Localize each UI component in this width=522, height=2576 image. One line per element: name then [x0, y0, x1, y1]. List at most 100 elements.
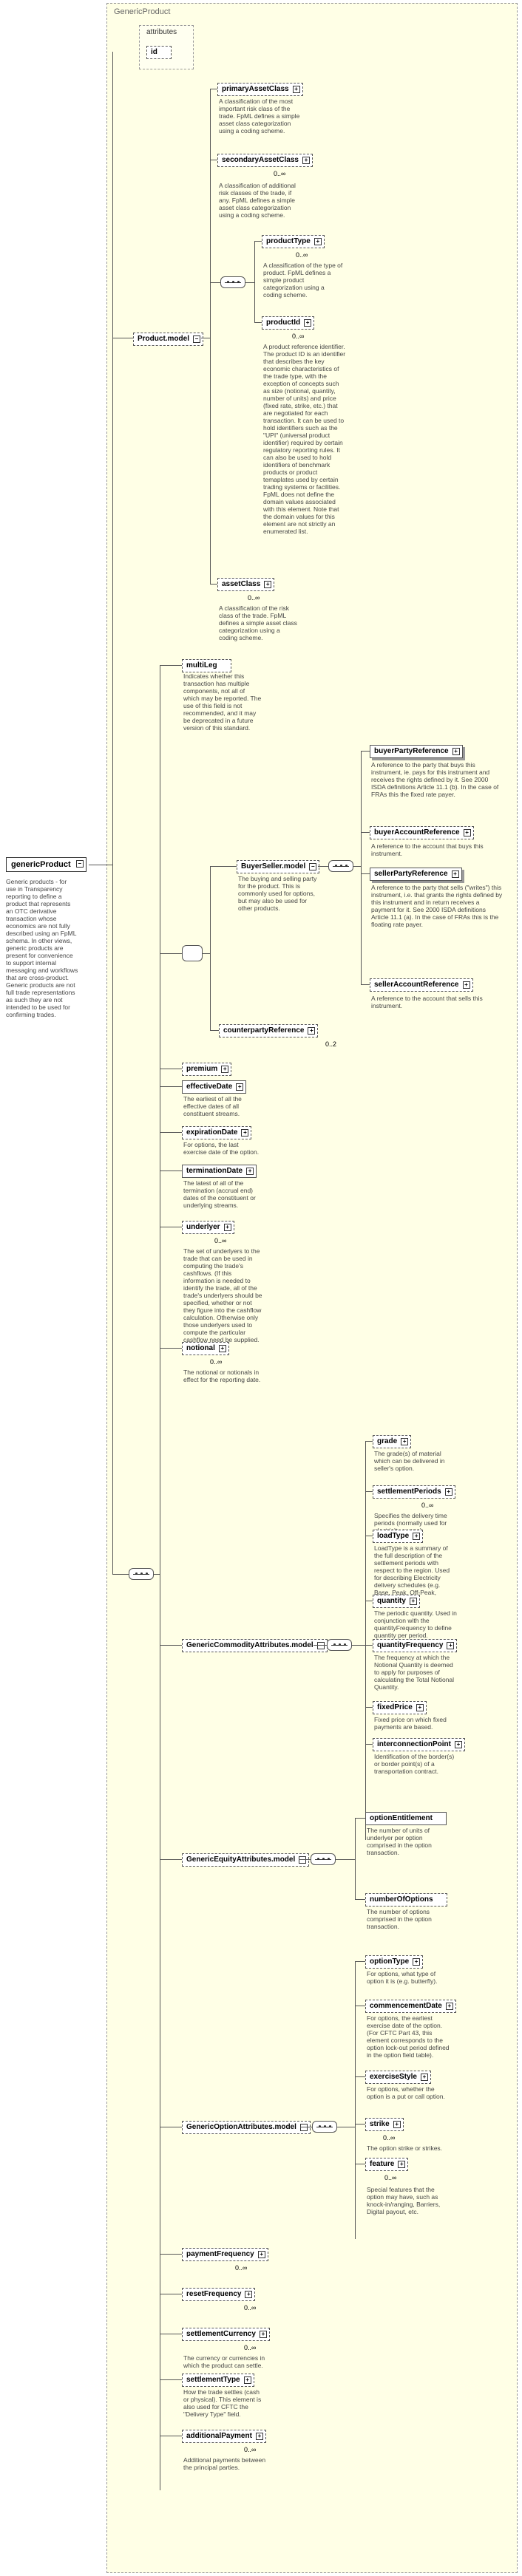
feature-label: feature	[370, 2160, 395, 2168]
multiLeg-label: multiLeg	[186, 661, 217, 669]
element-notional[interactable]: notional+	[182, 1342, 231, 1357]
equity-model-group[interactable]: GenericEquityAttributes.model−	[182, 1853, 310, 1867]
element-quantity[interactable]: quantity+	[373, 1595, 420, 1608]
element-buyerPartyReference[interactable]: buyerPartyReference+	[370, 745, 463, 758]
expand-icon[interactable]: +	[401, 1438, 409, 1445]
expand-icon[interactable]: +	[218, 1345, 226, 1352]
productId-mult: 0..∞	[292, 333, 305, 340]
product-model-group[interactable]: Product.model−	[133, 333, 204, 346]
element-commencementDate[interactable]: commencementDate+	[365, 2000, 456, 2013]
sequence-compositor-icon	[312, 2121, 337, 2133]
collapse-icon[interactable]: −	[299, 1856, 307, 1864]
element-terminationDate[interactable]: terminationDate+	[182, 1165, 257, 1178]
optionModel-label: GenericOptionAttributes.model	[186, 2123, 296, 2131]
element-premium[interactable]: premium+	[182, 1063, 232, 1076]
root-name: genericProduct	[11, 860, 71, 869]
element-assetClass[interactable]: assetClass+	[217, 578, 277, 593]
element-settlementType[interactable]: settlementType+	[182, 2374, 254, 2387]
expand-icon[interactable]: +	[462, 981, 470, 989]
expand-icon[interactable]: +	[304, 319, 312, 327]
expand-icon[interactable]: +	[413, 1958, 421, 1966]
attr-id[interactable]: id	[146, 46, 172, 59]
expand-icon[interactable]: +	[420, 2074, 428, 2081]
element-productId[interactable]: productId+	[262, 316, 317, 332]
expand-icon[interactable]: +	[292, 86, 300, 93]
expand-icon[interactable]: +	[452, 748, 460, 755]
buyer-seller-model-group[interactable]: BuyerSeller.model−	[237, 860, 320, 873]
element-underlyer[interactable]: underlyer+	[182, 1221, 237, 1236]
element-effectiveDate[interactable]: effectiveDate+	[182, 1080, 247, 1094]
collapse-icon[interactable]: −	[299, 2124, 308, 2131]
element-primaryAssetClass[interactable]: primaryAssetClass+	[217, 83, 303, 96]
element-loadType[interactable]: loadType+	[373, 1530, 424, 1543]
expand-icon[interactable]: +	[393, 2121, 401, 2128]
expand-icon[interactable]: +	[445, 2003, 453, 2010]
element-fixedPrice[interactable]: fixedPrice+	[373, 1701, 427, 1714]
element-feature[interactable]: feature+	[365, 2158, 411, 2173]
expand-icon[interactable]: +	[416, 1704, 424, 1711]
element-strike[interactable]: strike+	[365, 2118, 406, 2133]
expand-icon[interactable]: +	[257, 2251, 265, 2258]
expand-icon[interactable]: +	[444, 1488, 452, 1496]
element-multiLeg[interactable]: multiLeg	[182, 659, 231, 672]
element-interconnectionPoint[interactable]: interconnectionPoint+	[373, 1738, 465, 1751]
choice-compositor-icon	[182, 945, 203, 961]
settlementPeriods-mult: 0..∞	[421, 1502, 434, 1509]
element-resetFrequency[interactable]: resetFrequency+	[182, 2288, 258, 2303]
additionalPayment-label: additionalPayment	[186, 2432, 252, 2440]
element-optionType[interactable]: optionType+	[365, 1955, 424, 1969]
element-settlementPeriods[interactable]: settlementPeriods+	[373, 1485, 458, 1501]
expand-icon[interactable]: +	[409, 1598, 417, 1605]
expand-icon[interactable]: +	[413, 1533, 421, 1540]
expand-icon[interactable]: +	[259, 2331, 267, 2338]
expand-icon[interactable]: +	[241, 1129, 249, 1137]
element-buyerAccountReference[interactable]: buyerAccountReference+	[370, 826, 474, 839]
element-quantityFrequency[interactable]: quantityFrequency+	[373, 1639, 458, 1652]
grade-doc: The grade(s) of material which can be de…	[374, 1450, 445, 1472]
expand-icon[interactable]: +	[264, 581, 272, 588]
expand-icon[interactable]: +	[236, 1083, 244, 1091]
option-model-group[interactable]: GenericOptionAttributes.model−	[182, 2121, 311, 2134]
expand-icon[interactable]: +	[398, 2161, 406, 2168]
connector	[210, 1030, 219, 1031]
element-grade[interactable]: grade+	[373, 1435, 412, 1448]
fixedPrice-doc: Fixed price on which fixed payments are …	[374, 1716, 447, 1731]
element-expirationDate[interactable]: expirationDate+	[182, 1126, 252, 1139]
element-optionEntitlement[interactable]: optionEntitlement	[365, 1812, 447, 1825]
element-additionalPayment[interactable]: additionalPayment+	[182, 2430, 268, 2445]
root-element-genericProduct[interactable]: genericProduct−	[6, 857, 87, 872]
element-sellerAccountReference[interactable]: sellerAccountReference+	[370, 978, 473, 992]
secondaryAssetClass-mult: 0..∞	[274, 170, 286, 177]
element-productType[interactable]: productType+	[262, 235, 327, 251]
expand-icon[interactable]: +	[308, 1027, 316, 1035]
expand-icon[interactable]: +	[255, 2433, 263, 2440]
element-secondaryAssetClass[interactable]: secondaryAssetClass+	[217, 154, 315, 169]
element-counterpartyReference[interactable]: counterpartyReference+	[219, 1024, 321, 1040]
connector	[365, 1491, 373, 1492]
expand-icon[interactable]: +	[455, 1741, 462, 1748]
collapse-icon[interactable]: −	[309, 863, 317, 870]
expand-icon[interactable]: +	[246, 1168, 254, 1175]
expand-icon[interactable]: +	[463, 829, 471, 836]
element-exerciseStyle[interactable]: exerciseStyle+	[365, 2071, 431, 2084]
element-sellerPartyReference[interactable]: sellerPartyReference+	[370, 868, 462, 881]
connector	[299, 1859, 311, 1860]
element-paymentFrequency[interactable]: paymentFrequency+	[182, 2248, 271, 2263]
collapse-icon[interactable]: −	[316, 1642, 325, 1649]
expand-icon[interactable]: +	[245, 2291, 253, 2298]
feature-mult: 0..∞	[384, 2174, 397, 2181]
collapse-icon[interactable]: −	[193, 335, 201, 343]
expand-icon[interactable]: +	[243, 2376, 251, 2384]
resetFrequency-label: resetFrequency	[186, 2290, 242, 2298]
collapse-icon[interactable]: −	[75, 860, 84, 868]
element-settlementCurrency[interactable]: settlementCurrency+	[182, 2328, 272, 2343]
expand-icon[interactable]: +	[313, 238, 322, 245]
expand-icon[interactable]: +	[447, 1642, 455, 1649]
element-numberOfOptions[interactable]: numberOfOptions	[365, 1893, 447, 1907]
effectiveDate-doc: The earliest of all the effective dates …	[183, 1095, 242, 1117]
expand-icon[interactable]: +	[223, 1224, 231, 1231]
expand-icon[interactable]: +	[451, 870, 459, 878]
commodity-model-group[interactable]: GenericCommodityAttributes.model−	[182, 1639, 328, 1652]
expand-icon[interactable]: +	[302, 157, 310, 164]
expand-icon[interactable]: +	[221, 1066, 229, 1073]
